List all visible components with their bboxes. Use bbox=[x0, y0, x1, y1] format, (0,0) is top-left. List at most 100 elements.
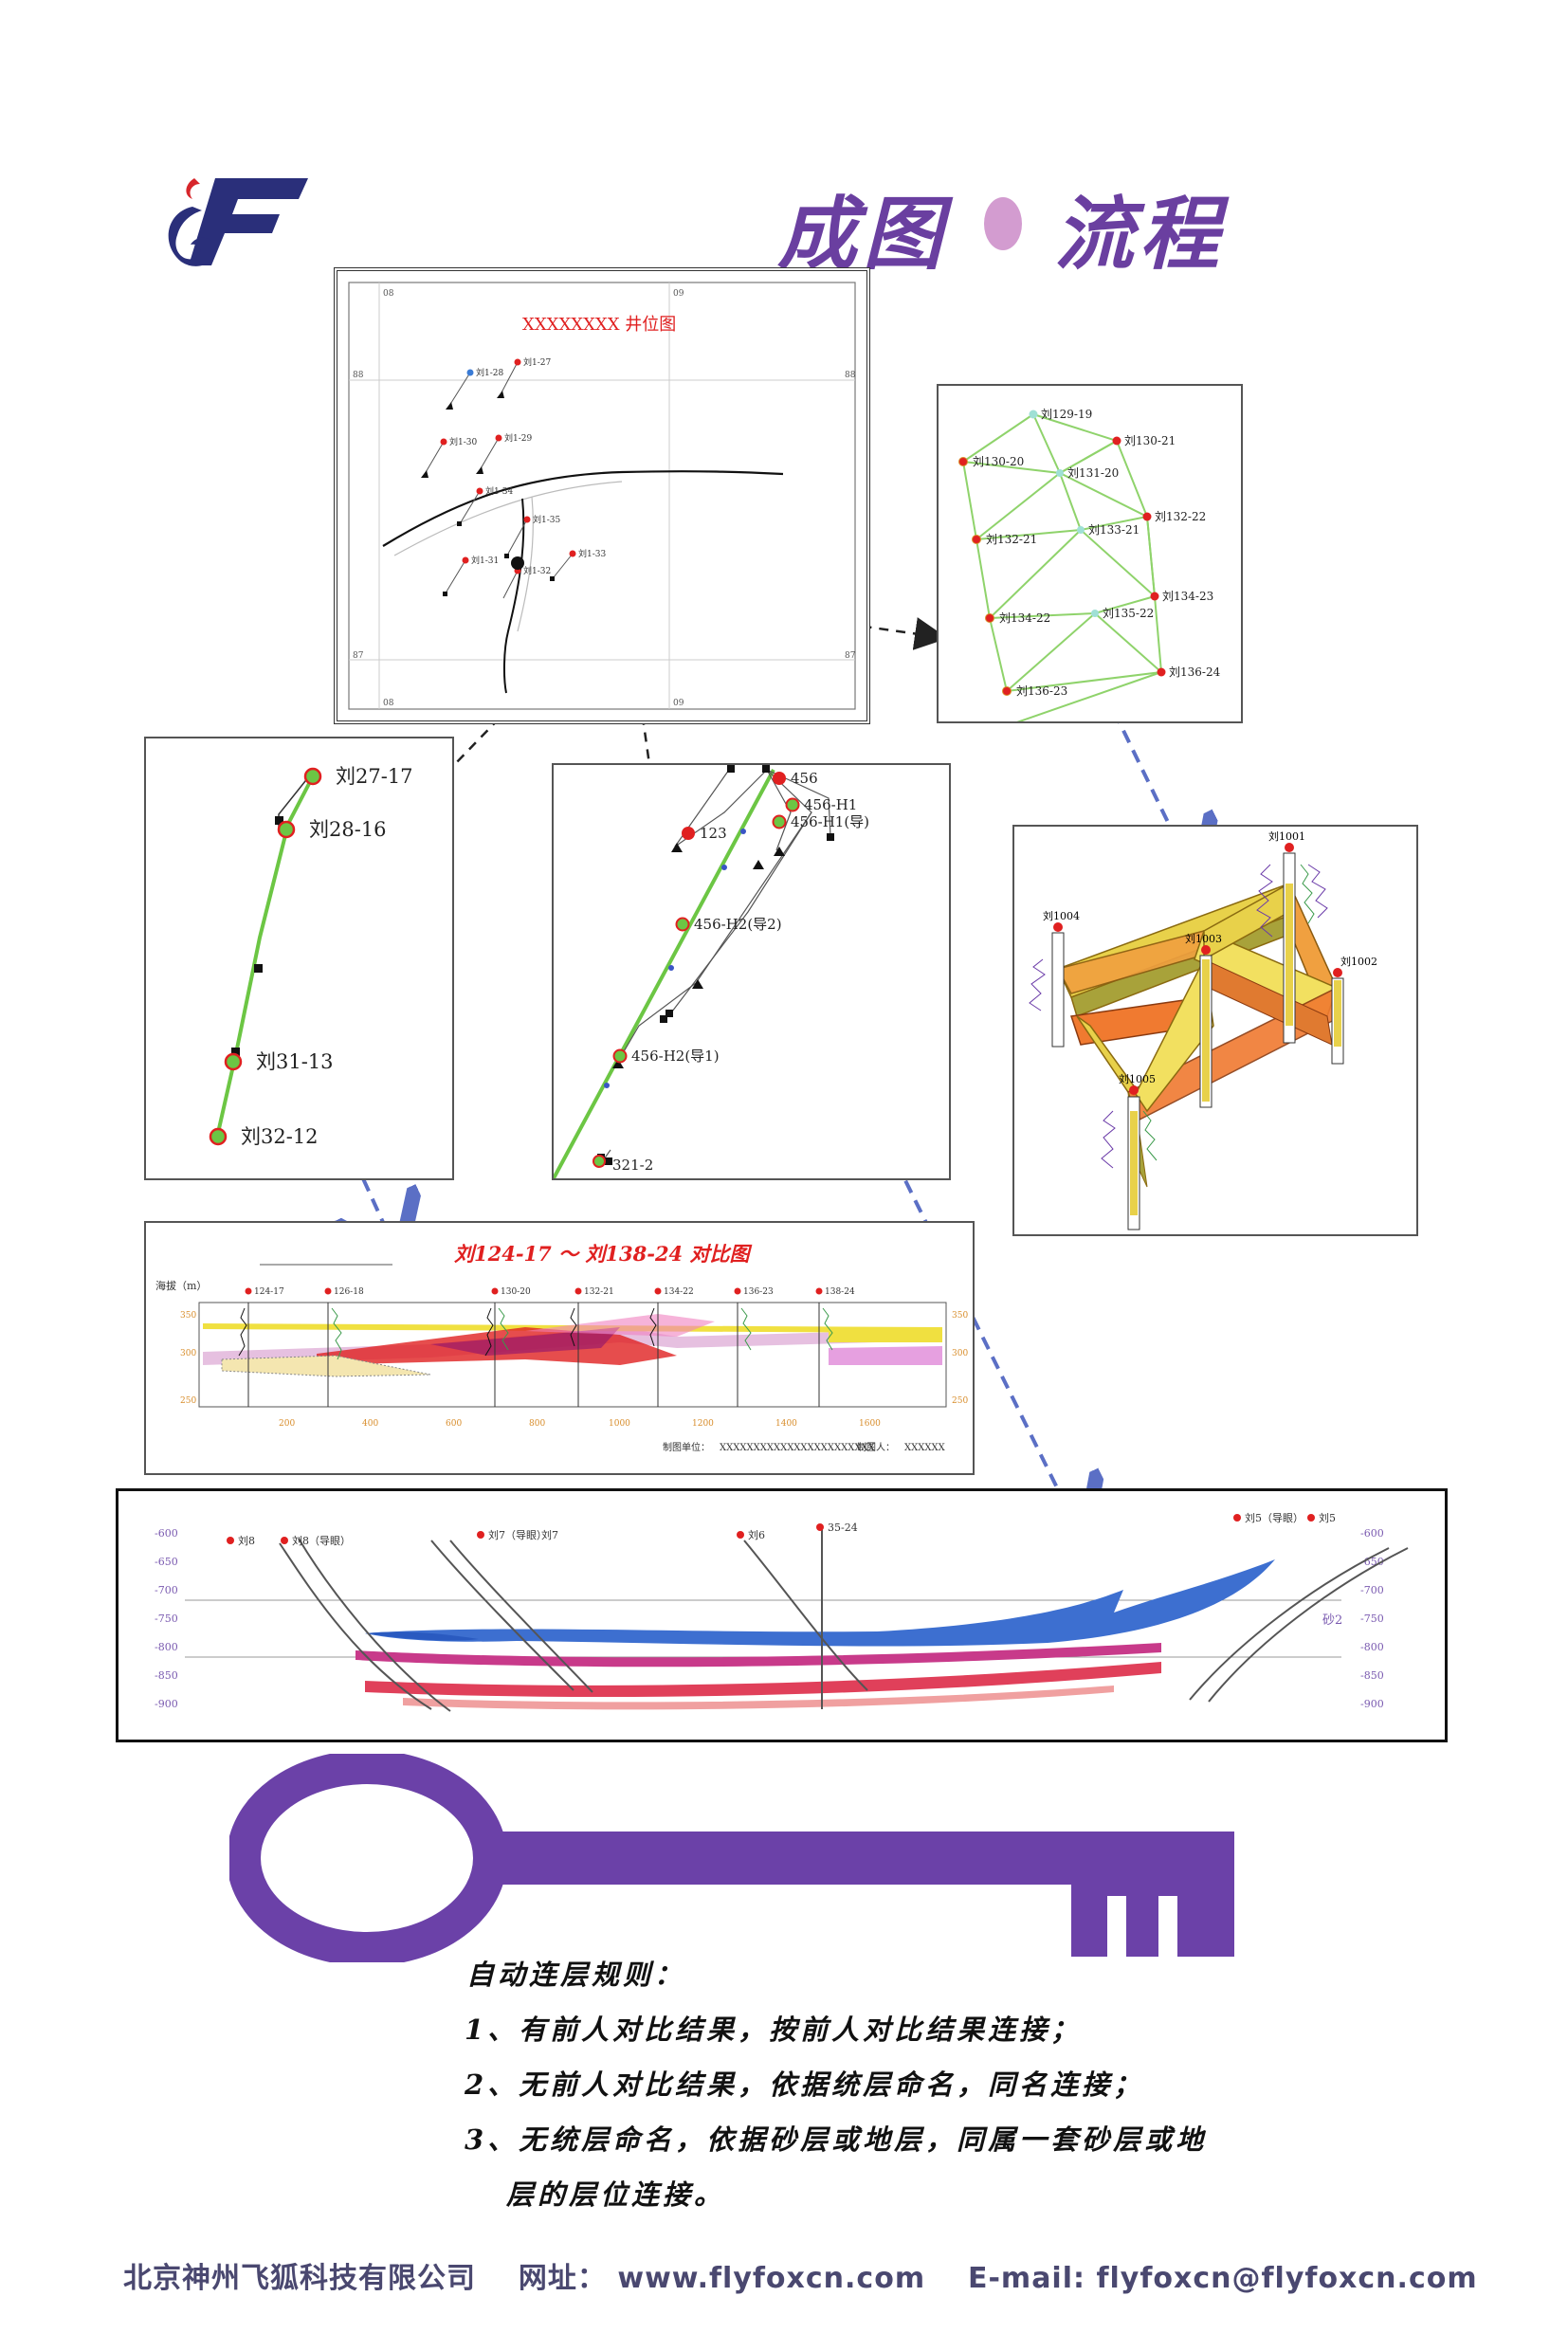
well-label: 刘1001 bbox=[1268, 830, 1305, 843]
x-tick: 600 bbox=[446, 1419, 462, 1429]
footer-unit-value: XXXXXXXXXXXXXXXXXXXXXXX bbox=[720, 1443, 876, 1453]
well-label: 刘8（导眼） bbox=[292, 1535, 351, 1547]
well-label: 456-H2(导2) bbox=[694, 916, 782, 933]
depth-tick: -850 bbox=[1360, 1669, 1384, 1682]
company-logo bbox=[168, 178, 308, 266]
x-tick: 1600 bbox=[859, 1419, 881, 1429]
well-label: 刘1-28 bbox=[476, 367, 503, 378]
footer: 北京神州飞狐科技有限公司 网址： www.flyfoxcn.com E-mail… bbox=[123, 2254, 1478, 2296]
section-b-panel: 456 456-H1 456-H1(导) 123 456-H2(导2) 456-… bbox=[552, 763, 951, 1180]
well-label: 刘1-32 bbox=[523, 565, 551, 576]
footer-email-link[interactable]: flyfoxcn@flyfoxcn.com bbox=[1096, 2262, 1478, 2295]
rule-item-2: 2、无前人对比结果，依据统层命名，同名连接； bbox=[465, 2069, 1145, 2101]
x-tick: 1400 bbox=[775, 1419, 797, 1429]
title-part2: 流程 bbox=[1054, 187, 1226, 281]
well-label: 35-24 bbox=[828, 1522, 858, 1534]
x-tick: 1200 bbox=[692, 1419, 714, 1429]
well-label: 321-2 bbox=[612, 1157, 653, 1174]
footer-maker-value: XXXXXX bbox=[904, 1443, 946, 1453]
right-label: 砂2 bbox=[1322, 1613, 1342, 1628]
depth-tick: -700 bbox=[155, 1584, 178, 1596]
well-label: 刘1-31 bbox=[471, 555, 499, 566]
well-label: 刘1003 bbox=[1185, 933, 1222, 945]
well-label: 刘1-29 bbox=[504, 432, 532, 444]
footer-site-link[interactable]: www.flyfoxcn.com bbox=[617, 2262, 926, 2295]
well-label: 刘134-22 bbox=[999, 611, 1050, 625]
map-title: XXXXXXXX 井位图 bbox=[522, 315, 676, 335]
x-tick: 800 bbox=[529, 1419, 545, 1429]
well-label: 刘31-13 bbox=[256, 1050, 334, 1073]
key-graphic bbox=[229, 1754, 1234, 1962]
depth-label: 海拔（m） bbox=[155, 1279, 207, 1292]
well-label: 刘132-22 bbox=[1155, 510, 1206, 523]
well-label: 刘134-23 bbox=[1162, 590, 1213, 603]
grid-label: 09 bbox=[673, 289, 684, 299]
x-tick: 200 bbox=[279, 1419, 295, 1429]
depth-tick: -800 bbox=[155, 1641, 178, 1653]
well-label: 136-23 bbox=[743, 1287, 774, 1297]
depth-tick: -600 bbox=[155, 1527, 178, 1540]
page-title: 成图 bbox=[777, 171, 948, 285]
x-tick: 400 bbox=[362, 1419, 378, 1429]
y-tick: 300 bbox=[180, 1349, 196, 1358]
grid-label: 88 bbox=[353, 371, 364, 380]
well-label: 刘135-22 bbox=[1103, 607, 1154, 620]
y-tick: 350 bbox=[952, 1311, 968, 1321]
well-label: 刘7（导眼） bbox=[488, 1529, 547, 1541]
grid-label: 87 bbox=[353, 651, 364, 661]
correlation-panel: 刘124-17 ～ 刘138-24 对比图 海拔（m） 124-17 126-1… bbox=[144, 1221, 975, 1475]
x-tick: 1000 bbox=[609, 1419, 630, 1429]
depth-tick: -700 bbox=[1360, 1584, 1384, 1596]
correlation-title: 刘124-17 ～ 刘138-24 对比图 bbox=[454, 1242, 752, 1266]
depth-tick: -850 bbox=[155, 1669, 178, 1682]
grid-label: 08 bbox=[383, 699, 394, 708]
well-label: 刘8 bbox=[238, 1535, 255, 1547]
depth-tick: -900 bbox=[155, 1698, 178, 1710]
well-map-panel: 08 09 08 09 88 87 88 87 XXXXXXXX 井位图 刘1-… bbox=[334, 267, 870, 724]
well-label: 456-H2(导1) bbox=[631, 1048, 720, 1065]
rules-heading: 自动连层规则： bbox=[466, 1959, 686, 1991]
well-label: 456-H1(导) bbox=[791, 813, 869, 830]
well-label: 456 bbox=[791, 770, 818, 787]
depth-tick: -650 bbox=[155, 1556, 178, 1568]
well-label: 刘1004 bbox=[1043, 910, 1080, 922]
well-label: 刘5（导眼） bbox=[1245, 1512, 1304, 1524]
well-label: 124-17 bbox=[254, 1287, 284, 1297]
well-label: 130-20 bbox=[501, 1287, 531, 1297]
depth-tick: -750 bbox=[155, 1613, 178, 1625]
well-label: 456-H1 bbox=[804, 796, 857, 813]
grid-label: 88 bbox=[845, 371, 856, 380]
section-a-panel: 刘27-17 刘28-16 刘31-13 刘32-12 bbox=[144, 737, 454, 1180]
well-label: 刘136-23 bbox=[1016, 684, 1067, 698]
well-label: 刘1-33 bbox=[578, 548, 606, 559]
page-title-2: 流程 bbox=[1054, 171, 1225, 285]
footer-company: 北京神州飞狐科技有限公司 bbox=[123, 2262, 476, 2295]
well-label: 132-21 bbox=[584, 1287, 614, 1297]
well-label: 刘28-16 bbox=[309, 818, 387, 841]
well-label: 126-18 bbox=[334, 1287, 364, 1297]
rule-item-3-cont: 层的层位连接。 bbox=[506, 2178, 726, 2211]
grid-label: 09 bbox=[673, 699, 684, 708]
title-part1: 成图 bbox=[777, 187, 949, 281]
well-label: 123 bbox=[700, 825, 727, 842]
y-tick: 250 bbox=[952, 1396, 968, 1406]
well-label: 刘1-34 bbox=[485, 485, 513, 497]
well-label: 刘129-19 bbox=[1041, 408, 1092, 421]
well-label: 刘131-20 bbox=[1067, 466, 1119, 480]
well-label: 刘6 bbox=[748, 1529, 765, 1541]
footer-email-label: E-mail: bbox=[967, 2262, 1085, 2295]
well-label: 138-24 bbox=[825, 1287, 855, 1297]
depth-tick: -900 bbox=[1360, 1698, 1384, 1710]
well-label: 刘5 bbox=[1319, 1512, 1336, 1524]
y-tick: 250 bbox=[180, 1396, 196, 1406]
y-tick: 300 bbox=[952, 1349, 968, 1358]
depth-tick: -800 bbox=[1360, 1641, 1384, 1653]
depth-tick: -750 bbox=[1360, 1613, 1384, 1625]
well-label: 刘130-21 bbox=[1124, 434, 1176, 447]
well-label: 刘27-17 bbox=[336, 765, 413, 788]
grid-label: 87 bbox=[845, 651, 856, 661]
depth-tick: -600 bbox=[1360, 1527, 1384, 1540]
grid-label: 08 bbox=[383, 289, 394, 299]
fence-diagram-panel: 刘1001 刘1004 刘1003 刘1002 刘1005 bbox=[1012, 825, 1418, 1236]
rule-item-3: 3、无统层命名，依据砂层或地层，同属一套砂层或地 bbox=[465, 2123, 1208, 2156]
